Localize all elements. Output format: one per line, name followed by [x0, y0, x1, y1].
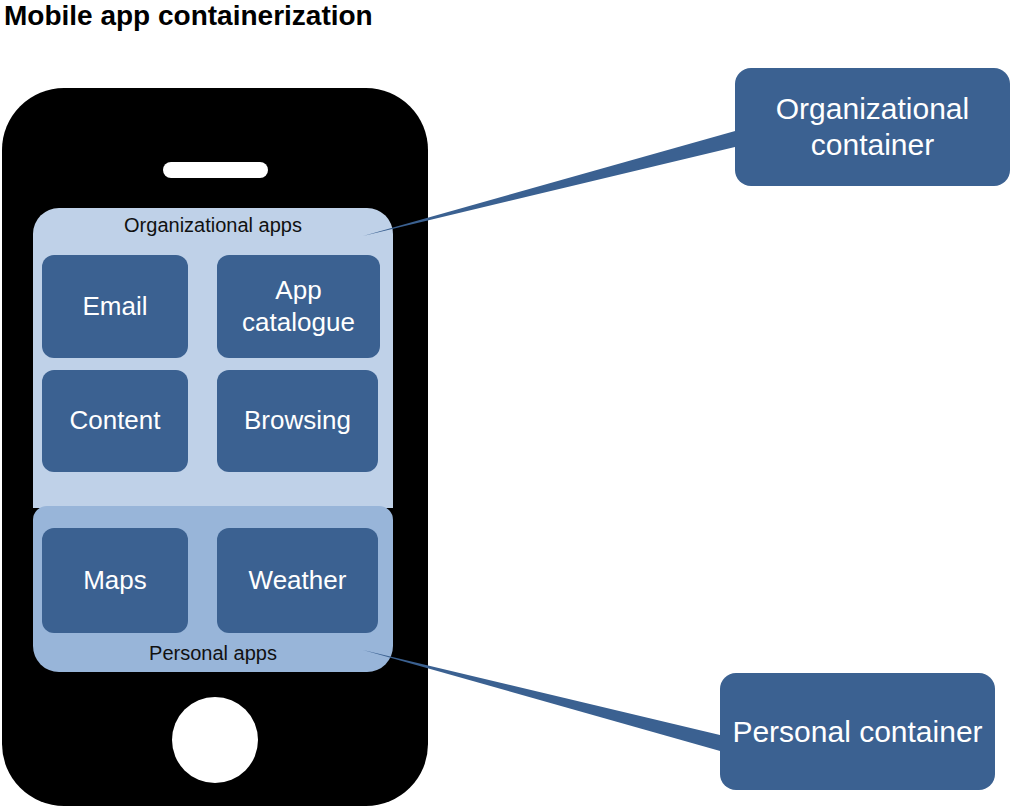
app-box: Weather	[217, 528, 378, 633]
box-label: App catalogue	[225, 275, 372, 337]
box-label: Content	[69, 405, 160, 436]
box-label: Maps	[83, 565, 147, 596]
region-heading: Personal apps	[149, 641, 277, 665]
box-label: Weather	[249, 565, 347, 596]
container-region: Organizational appsEmail App catalogueCon…	[33, 208, 393, 508]
box-label: Email	[82, 291, 147, 322]
region-heading: Organizational apps	[124, 213, 302, 237]
app-box: Content	[42, 370, 188, 472]
leader-wedge	[363, 131, 736, 236]
phone-home-button	[172, 697, 258, 783]
diagram-title: Mobile app containerization	[4, 0, 373, 32]
callout-box: Organizational container	[735, 68, 1010, 186]
app-box: Maps	[42, 528, 188, 633]
box-label: Personal container	[732, 714, 982, 750]
app-box: App catalogue	[217, 255, 380, 358]
phone-body	[2, 88, 428, 806]
app-box: Browsing	[217, 370, 378, 472]
leader-wedge	[363, 650, 721, 751]
box-label: Organizational container	[743, 91, 1002, 163]
phone-speaker	[163, 162, 268, 178]
container-region: Personal apps Maps Weather	[33, 506, 393, 672]
callout-box: Personal container	[720, 673, 995, 790]
box-label: Browsing	[244, 405, 351, 436]
app-box: Email	[42, 255, 188, 358]
